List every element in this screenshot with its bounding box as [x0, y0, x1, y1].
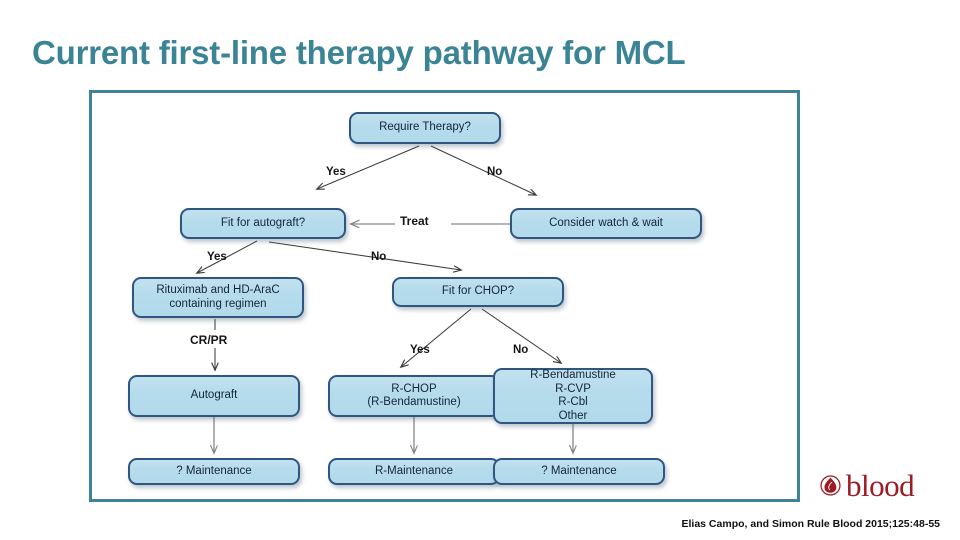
node-label: Fit for autograft? [220, 216, 306, 229]
edge-label-yes-fit-autograft: Yes [207, 251, 227, 263]
node-label: ? Maintenance [176, 464, 252, 477]
node-r-maintenance[interactable]: R-Maintenance [328, 458, 500, 485]
node-label: Fit for CHOP? [441, 285, 515, 298]
blood-journal-logo: blood [820, 468, 948, 502]
node-fit-for-autograft[interactable]: Fit for autograft? [180, 208, 346, 239]
node-label-line1: R-CHOP [391, 382, 437, 395]
node-label-line2: R-CVP [555, 382, 591, 395]
node-require-therapy[interactable]: Require Therapy? [349, 112, 501, 144]
citation-text: Elias Campo, and Simon Rule Blood 2015;1… [681, 518, 941, 530]
therapy-pathway-flowchart: Require Therapy? Fit for autograft? Cons… [89, 90, 800, 502]
node-fit-for-chop[interactable]: Fit for CHOP? [392, 277, 564, 307]
edge-label-treat: Treat [400, 214, 429, 228]
node-label-line2: (R-Bendamustine) [367, 396, 461, 408]
node-label: Require Therapy? [379, 121, 471, 134]
node-label-line4: Other [558, 409, 588, 422]
node-label: Consider watch & wait [549, 216, 663, 229]
node-label-line3: R-Cbl [558, 396, 588, 408]
edge-label-no-require-therapy: No [487, 166, 503, 178]
node-consider-watch-and-wait[interactable]: Consider watch & wait [510, 208, 702, 239]
node-label-line1: R-Bendamustine [530, 369, 616, 381]
node-label: Autograft [190, 389, 238, 402]
page-title: Current first-line therapy pathway for M… [32, 34, 686, 71]
node-r-chop[interactable]: R-CHOP (R-Bendamustine) [328, 375, 500, 417]
node-label-line2: containing regimen [169, 297, 267, 310]
edge-label-yes-fit-chop: Yes [410, 344, 430, 356]
blood-logo-text: blood [846, 467, 915, 503]
node-maintenance-right[interactable]: ? Maintenance [493, 458, 665, 485]
edge-label-cr-pr: CR/PR [190, 333, 228, 347]
node-label: R-Maintenance [375, 464, 453, 477]
edge-label-yes-require-therapy: Yes [326, 166, 346, 178]
node-autograft[interactable]: Autograft [128, 375, 300, 417]
node-maintenance-left[interactable]: ? Maintenance [128, 458, 300, 485]
edge-label-no-fit-autograft: No [371, 251, 387, 263]
node-label: ? Maintenance [541, 464, 617, 477]
edge-label-no-fit-chop: No [513, 344, 529, 356]
node-rituximab-hdarac-regimen[interactable]: Rituximab and HD-AraC containing regimen [132, 277, 304, 318]
blood-drop-icon [820, 474, 841, 496]
node-r-bendamustine-options[interactable]: R-Bendamustine R-CVP R-Cbl Other [493, 368, 653, 424]
node-label-line1: Rituximab and HD-AraC [156, 284, 280, 296]
